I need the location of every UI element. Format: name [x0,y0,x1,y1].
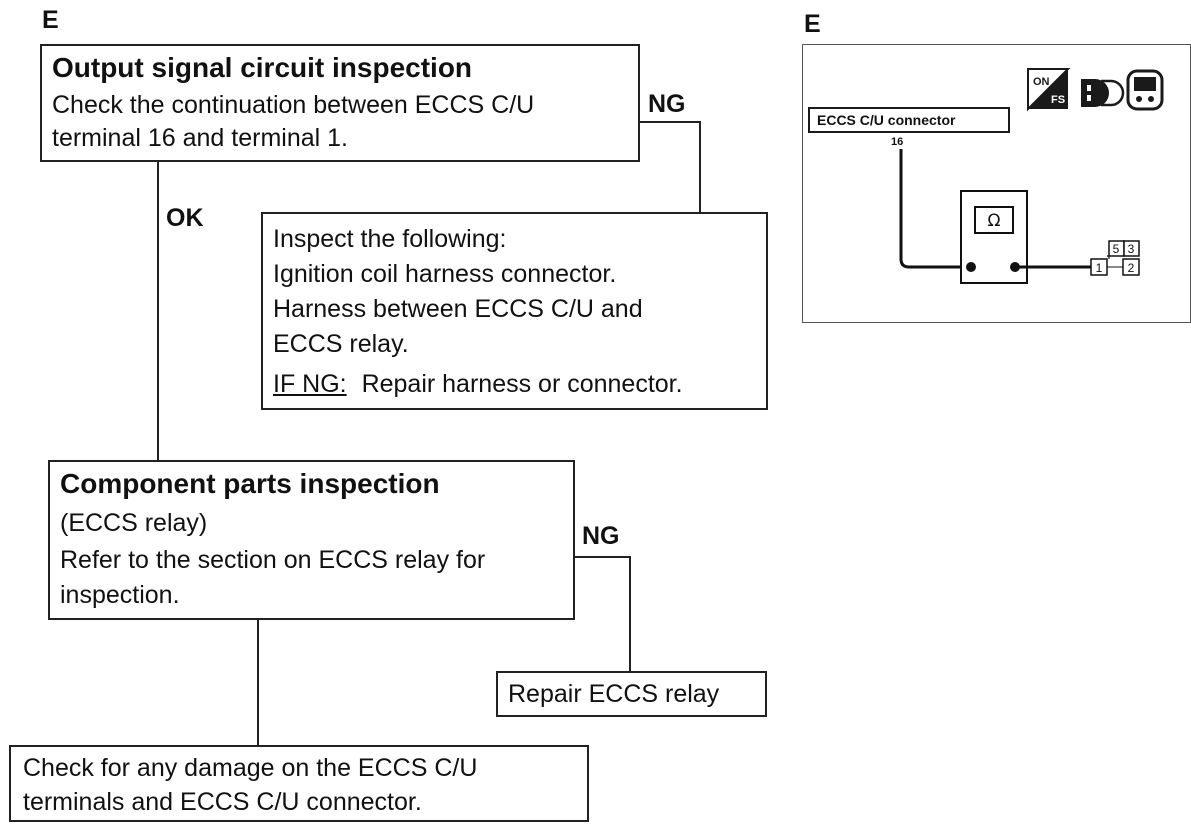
inspect-line-3: Harness between ECCS C/U and [273,295,643,323]
ignition-off-icon: ON FS [1027,68,1071,112]
repair-relay-box: Repair ECCS relay [496,671,767,717]
if-ng-text: Repair harness or connector. [361,370,683,398]
pin-5: 5 [1113,242,1120,256]
svg-text:FS: FS [1051,94,1065,106]
connector-disconnected-icon [1081,79,1125,107]
inspect-following-box: Inspect the following: Ignition coil har… [261,212,768,410]
component-line-3: inspection. [60,581,180,609]
terminal-number-16: 16 [891,136,903,148]
ohmmeter-check-icon [1126,69,1164,111]
component-parts-box: Component parts inspection (ECCS relay) … [48,460,575,620]
component-line-1: (ECCS relay) [60,509,208,537]
ng-label-2: NG [582,522,620,550]
svg-text:ON: ON [1033,76,1050,88]
inspect-if-ng-line: IF NG: Repair harness or connector. [273,369,683,400]
output-signal-line-1: Check the continuation between ECCS C/U [52,91,535,119]
inspect-line-1: Inspect the following: [273,225,507,253]
connector-label: ECCS C/U connector [817,112,956,128]
component-parts-title: Component parts inspection [60,468,440,499]
output-signal-box: Output signal circuit inspection Check t… [40,44,640,162]
ohm-symbol: Ω [988,211,1001,231]
check-line-2: terminals and ECCS C/U connector. [23,788,422,816]
inspect-line-4: ECCS relay. [273,330,409,358]
if-ng-label: IF NG: [273,370,347,398]
wiring-diagram-panel: ON FS ECCS C/U connector 16 Ω [802,44,1191,323]
ng-label-1: NG [648,90,686,118]
pin-3: 3 [1128,242,1135,256]
check-damage-box: Check for any damage on the ECCS C/U ter… [9,745,589,822]
component-line-2: Refer to the section on ECCS relay for [60,546,486,574]
section-letter-right: E [804,10,821,38]
output-signal-title: Output signal circuit inspection [52,52,473,83]
pin-2: 2 [1128,261,1135,275]
output-signal-line-2: terminal 16 and terminal 1. [52,124,348,152]
inspect-line-2: Ignition coil harness connector. [273,260,617,288]
check-line-1: Check for any damage on the ECCS C/U [23,754,478,782]
pin-1: 1 [1096,261,1103,275]
relay-connector: 5 3 1 2 [1090,240,1140,276]
wiring-diagram-svg: ON FS ECCS C/U connector 16 Ω [808,68,1164,284]
repair-relay-text: Repair ECCS relay [508,680,720,708]
section-letter-left: E [42,6,59,34]
ok-label: OK [166,204,204,232]
